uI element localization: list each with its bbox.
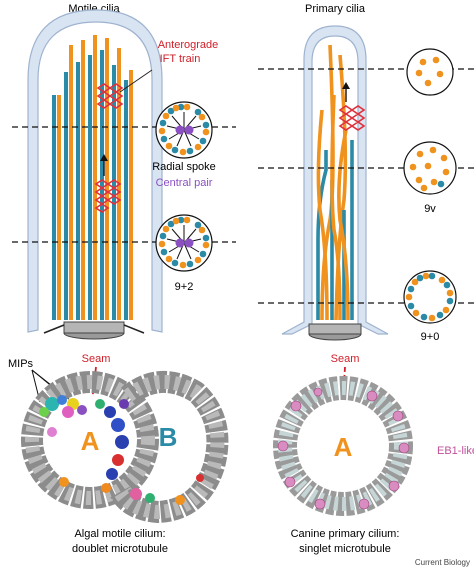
- seam-label-left: Seam: [82, 353, 111, 365]
- cross-section-9plus2-upper: [155, 101, 213, 159]
- caption-right-line2: singlet microtubule: [299, 543, 391, 555]
- primary-ift-train: [338, 105, 366, 131]
- label-9plus2: 9+2: [175, 281, 194, 293]
- radial-spoke-label: Radial spoke: [152, 161, 216, 173]
- primary-axoneme: [316, 44, 354, 321]
- primary-ciliary-membrane: [281, 25, 389, 335]
- caption-left-line1: Algal motile cilium:: [74, 528, 165, 540]
- label-9plus0: 9+0: [421, 331, 440, 343]
- motile-ift-train-lower: [94, 179, 122, 213]
- cross-section-primary-tip: [406, 48, 454, 96]
- seam-label-right: Seam: [331, 353, 360, 365]
- eb1-like-label: EB1-like: [437, 445, 474, 457]
- mips-label: MIPs: [8, 358, 34, 370]
- label-9v: 9v: [424, 203, 436, 215]
- cross-section-9v: [403, 141, 457, 195]
- caption-left-line2: doublet microtubule: [72, 543, 168, 555]
- motile-ciliary-membrane: [27, 9, 163, 333]
- ift-pointer-line: [119, 69, 153, 93]
- a-tubule-letter-right: A: [334, 432, 353, 462]
- cross-section-9plus2-lower: [155, 214, 213, 272]
- central-pair-label: Central pair: [156, 177, 213, 189]
- a-tubule-letter-left: A: [81, 426, 100, 456]
- motile-transport-arrow: [100, 154, 108, 176]
- b-tubule-letter: B: [159, 422, 178, 452]
- primary-transport-arrow: [342, 82, 350, 102]
- motile-ift-train-upper: [96, 83, 124, 109]
- motile-basal-body: [43, 321, 145, 340]
- cross-section-9plus0: [403, 270, 457, 324]
- journal-credit: Current Biology: [415, 558, 470, 567]
- eb1-like-proteins: [277, 387, 410, 510]
- motile-axoneme: [52, 35, 133, 320]
- ift-label-line2: IFT train: [160, 53, 201, 65]
- ift-label-line1: Anterograde: [158, 39, 219, 51]
- title-primary-cilia: Primary cilia: [305, 3, 366, 15]
- mip-proteins: [39, 395, 204, 505]
- doublet-b-tubule: [110, 370, 229, 524]
- caption-right-line1: Canine primary cilium:: [291, 528, 400, 540]
- primary-basal-body: [308, 323, 362, 341]
